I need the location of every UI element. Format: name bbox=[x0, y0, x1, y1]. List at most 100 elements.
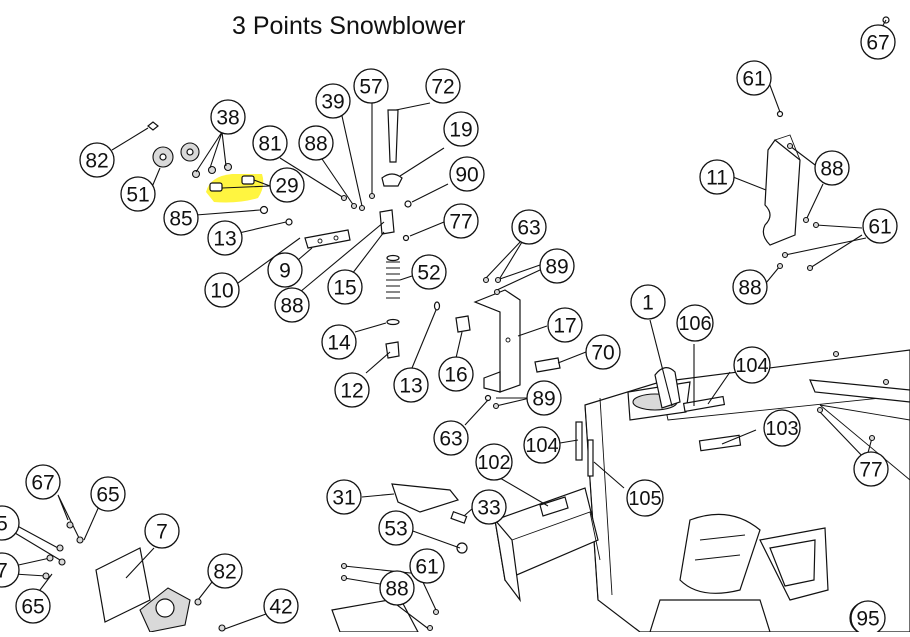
callout-14: 14 bbox=[321, 324, 357, 360]
callout-circle bbox=[393, 367, 429, 403]
callout-label: 57 bbox=[359, 76, 382, 99]
callout-label: 5 bbox=[0, 513, 8, 536]
callout-9: 9 bbox=[267, 252, 303, 288]
callout-circle bbox=[315, 83, 351, 119]
callout-label: 77 bbox=[859, 459, 882, 482]
callout-1: 1 bbox=[630, 284, 666, 320]
washer-85 bbox=[259, 205, 269, 215]
callout-label: 81 bbox=[258, 133, 281, 156]
washer-38b bbox=[207, 165, 217, 175]
callout-label: 61 bbox=[415, 556, 438, 579]
callout-circle bbox=[443, 111, 479, 147]
callout-42: 42 bbox=[263, 588, 299, 624]
callout-label: 12 bbox=[340, 380, 363, 403]
callout-106: 106 bbox=[676, 304, 714, 342]
callout-77: 77 bbox=[443, 203, 479, 239]
callout-label: 53 bbox=[384, 518, 407, 541]
callout-circle bbox=[438, 356, 474, 392]
callout-label: 29 bbox=[275, 175, 298, 198]
bolt-70 bbox=[534, 357, 561, 373]
callout-circle bbox=[547, 307, 583, 343]
callout-89: 89 bbox=[539, 248, 575, 284]
callout-circle bbox=[120, 176, 156, 212]
callout-61: 61 bbox=[736, 60, 772, 96]
callout-label: 102 bbox=[477, 452, 510, 474]
callout-circle bbox=[763, 409, 801, 447]
callout-67: 67 bbox=[860, 24, 896, 60]
fasteners bbox=[42, 142, 890, 632]
callout-circle bbox=[736, 60, 772, 96]
callout-82: 82 bbox=[207, 553, 243, 589]
callout-label: 61 bbox=[868, 216, 891, 239]
callout-label: 90 bbox=[455, 164, 478, 187]
callout-17: 17 bbox=[547, 307, 583, 343]
callout-label: 10 bbox=[210, 280, 233, 303]
washer-14 bbox=[386, 318, 400, 326]
link-plate-9 bbox=[304, 229, 351, 249]
callout-circle bbox=[425, 68, 461, 104]
nut-82 bbox=[147, 121, 159, 131]
callout-circle bbox=[511, 209, 547, 245]
callout-5: 5 bbox=[0, 505, 20, 541]
callout-circle bbox=[699, 159, 735, 195]
callout-label: 63 bbox=[439, 428, 462, 451]
callout-61: 61 bbox=[409, 548, 445, 584]
callout-label: 82 bbox=[213, 561, 236, 584]
callout-circle bbox=[353, 68, 389, 104]
callout-label: 104 bbox=[735, 355, 768, 377]
callout-51: 51 bbox=[120, 176, 156, 212]
bolt-77 bbox=[402, 234, 410, 242]
callout-label: 82 bbox=[85, 150, 108, 173]
callout-circle bbox=[411, 254, 447, 290]
sleeve-15 bbox=[379, 209, 395, 235]
callout-65: 65 bbox=[90, 476, 126, 512]
callout-label: 67 bbox=[31, 472, 54, 495]
callout-label: 65 bbox=[96, 484, 119, 507]
part-19 bbox=[381, 173, 403, 187]
callout-label: 72 bbox=[431, 76, 454, 99]
spring-52 bbox=[386, 261, 400, 299]
callout-104: 104 bbox=[733, 346, 771, 384]
callout-52: 52 bbox=[411, 254, 447, 290]
callout-label: 65 bbox=[21, 596, 44, 619]
callout-circle bbox=[334, 372, 370, 408]
bushing-16 bbox=[455, 315, 471, 333]
diagram-title: 3 Points Snowblower bbox=[232, 12, 466, 40]
callout-label: 19 bbox=[449, 119, 472, 142]
bolt-72 bbox=[387, 109, 399, 163]
callout-label: 33 bbox=[477, 497, 500, 520]
callout-label: 77 bbox=[449, 211, 472, 234]
callout-88: 88 bbox=[379, 570, 415, 606]
callout-circle bbox=[853, 451, 889, 487]
decal-106 bbox=[682, 395, 726, 413]
bushing-29a bbox=[209, 182, 223, 192]
callout-label: 9 bbox=[279, 260, 291, 283]
callout-53: 53 bbox=[378, 510, 414, 546]
callout-circle bbox=[814, 150, 850, 186]
callout-19: 19 bbox=[443, 111, 479, 147]
callout-88: 88 bbox=[814, 150, 850, 186]
callout-90: 90 bbox=[449, 156, 485, 192]
callout-label: 13 bbox=[213, 228, 236, 251]
callout-circle bbox=[676, 304, 714, 342]
callout-12: 12 bbox=[334, 372, 370, 408]
callout-label: 13 bbox=[399, 375, 422, 398]
callout-circle bbox=[207, 553, 243, 589]
callout-circle bbox=[207, 220, 243, 256]
washer-38a bbox=[191, 169, 201, 179]
callout-label: 15 bbox=[333, 277, 356, 300]
callout-circle bbox=[327, 269, 363, 305]
callout-16: 16 bbox=[438, 356, 474, 392]
callout-label: 38 bbox=[216, 107, 239, 130]
callout-label: 63 bbox=[517, 217, 540, 240]
callout-circle bbox=[471, 489, 507, 525]
callout-label: 106 bbox=[678, 313, 711, 335]
callout-13: 13 bbox=[393, 367, 429, 403]
callout-circle bbox=[378, 510, 414, 546]
callout-15: 15 bbox=[327, 269, 363, 305]
bearing-flange bbox=[139, 587, 191, 633]
callout-circle bbox=[585, 334, 621, 370]
callout-label: 11 bbox=[706, 167, 728, 190]
washer-13 bbox=[285, 218, 293, 226]
